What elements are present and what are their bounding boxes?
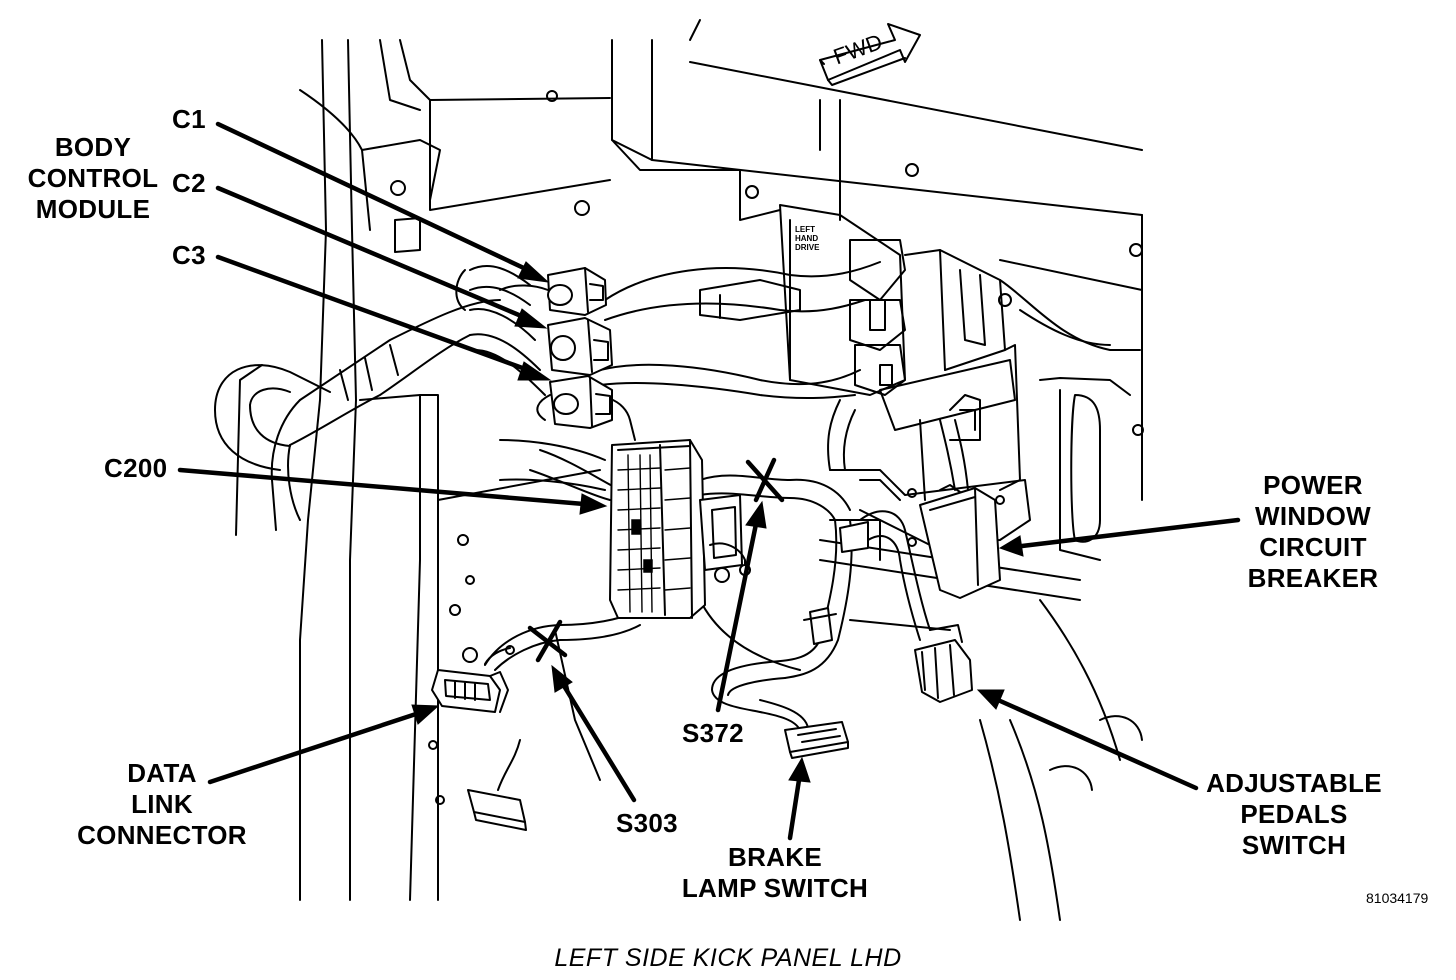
pedal-bracket <box>699 204 1031 561</box>
splice-marks <box>527 457 785 663</box>
loose-plug <box>467 739 527 831</box>
c3-label: C3 <box>172 240 206 270</box>
brake-label-line-1: BRAKE <box>728 842 822 872</box>
c200-connector <box>609 439 751 619</box>
pedal-tag-line-3: DRIVE <box>795 243 820 252</box>
figure-caption: LEFT SIDE KICK PANEL LHD <box>554 944 902 972</box>
brake-switch-shape <box>784 721 849 759</box>
s303-label: S303 <box>616 808 678 838</box>
brake-lamp-switch-label: BRAKE LAMP SWITCH <box>660 842 890 904</box>
c200-label: C200 <box>104 453 168 483</box>
data-link-connector-label: DATA LINK CONNECTOR <box>62 758 262 851</box>
pwcb-label-line-4: BREAKER <box>1247 563 1379 593</box>
bcm-connectors <box>499 267 613 429</box>
pedals-switch-shape <box>914 624 973 703</box>
body-structure <box>214 19 1144 921</box>
aps-label-line-3: SWITCH <box>1241 830 1347 860</box>
pedal-tag-line-1: LEFT <box>795 225 815 234</box>
brake-label-line-2: LAMP SWITCH <box>681 873 869 903</box>
dlc-shape <box>431 647 511 713</box>
aps-label-line-1: ADJUSTABLE <box>1206 768 1382 798</box>
pwcb-label-line-2: WINDOW <box>1255 501 1371 531</box>
bcm-label-line-1: BODY <box>54 132 132 162</box>
pwcb-label-line-1: POWER <box>1263 470 1363 500</box>
figure-id: 81034179 <box>1366 890 1429 906</box>
dlc-label-line-2: LINK <box>131 789 193 819</box>
c2-label: C2 <box>172 168 206 198</box>
fwd-arrow <box>819 23 921 86</box>
pedal-tag-line-2: HAND <box>795 234 819 243</box>
c1-label: C1 <box>172 104 206 134</box>
dlc-label-line-3: CONNECTOR <box>77 820 247 850</box>
bcm-label-line-3: MODULE <box>35 194 151 224</box>
pwcb-label-line-3: CIRCUIT <box>1259 532 1367 562</box>
adjustable-pedals-switch-label: ADJUSTABLE PEDALS SWITCH <box>1196 768 1392 861</box>
bcm-label-line-2: CONTROL <box>27 163 159 193</box>
dlc-label-line-1: DATA <box>127 758 197 788</box>
pedal-tag-label: LEFT HAND DRIVE <box>795 225 819 252</box>
breaker-shape <box>919 484 1001 599</box>
body-control-module-label: BODY CONTROL MODULE <box>18 132 168 225</box>
power-window-circuit-breaker-label: POWER WINDOW CIRCUIT BREAKER <box>1228 470 1398 594</box>
aps-label-line-2: PEDALS <box>1240 799 1348 829</box>
callout-arrows <box>177 121 1241 841</box>
s372-label: S372 <box>682 718 744 748</box>
